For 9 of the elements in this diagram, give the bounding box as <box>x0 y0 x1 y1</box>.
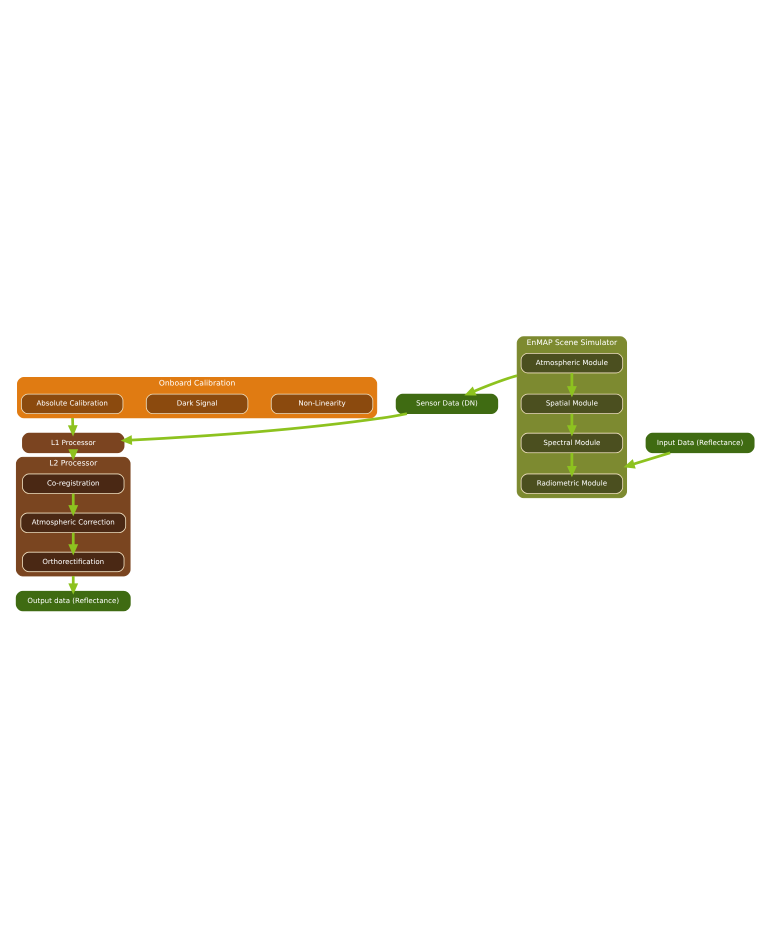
arrow <box>566 452 576 477</box>
arrow <box>464 374 517 396</box>
arrow <box>623 450 670 468</box>
arrow <box>566 372 576 397</box>
arrow <box>68 493 78 516</box>
arrow <box>68 448 78 460</box>
arrow <box>120 412 407 444</box>
arrow <box>68 532 78 555</box>
arrow <box>566 413 576 436</box>
